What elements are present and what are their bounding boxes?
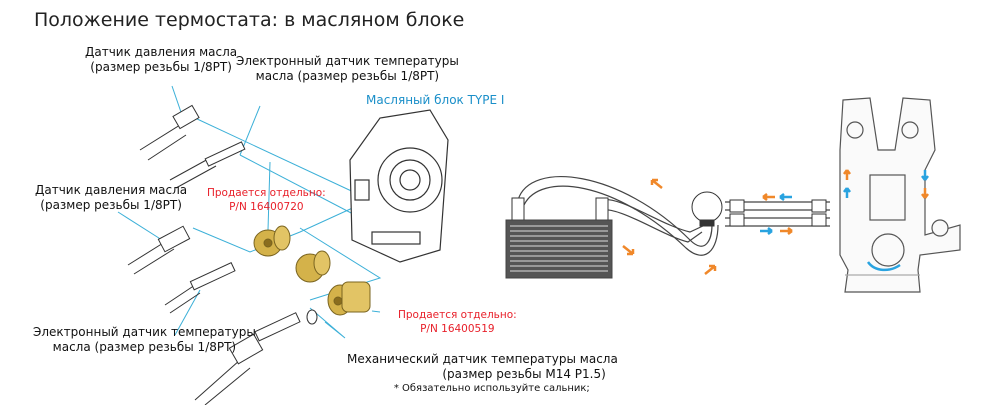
label-line: Электронный датчик температуры — [33, 325, 256, 339]
label-line: Продается отдельно: — [207, 187, 326, 199]
note: * Обязательно используйте сальник; — [393, 383, 590, 394]
flow-arrows — [622, 169, 929, 275]
brass-fittings — [253, 225, 371, 316]
label-line: Датчик давления масла — [35, 183, 188, 197]
label-mechanical-temp: Механический датчик температуры масла (р… — [347, 352, 618, 395]
label-sold-separately-2: Продается отдельно: P/N 16400519 — [398, 308, 517, 336]
label-line: (размер резьбы 1/8PT) — [40, 198, 182, 212]
engine-drawing — [839, 97, 961, 293]
hose-fittings — [511, 197, 827, 227]
filter-block — [691, 191, 723, 227]
label-line: Механический датчик температуры масла — [347, 352, 618, 366]
label-electronic-temp-top: Электронный датчик температуры масла (ра… — [236, 54, 459, 84]
label-line: масла (размер резьбы 1/8PT) — [255, 69, 440, 83]
label-oil-block: Масляный блок TYPE I — [366, 93, 505, 107]
label-line: P/N 16400720 — [229, 201, 304, 213]
label-line: (размер резьбы M14 P1.5) — [442, 367, 606, 381]
page-title: Положение термостата: в масляном блоке — [34, 9, 465, 31]
sensors — [127, 104, 318, 405]
label-sold-separately-1: Продается отдельно: P/N 16400720 — [207, 186, 326, 214]
oil-block-drawing — [349, 109, 449, 263]
label-electronic-temp-bottom: Электронный датчик температуры масла (ра… — [33, 325, 256, 355]
label-line: Продается отдельно: — [398, 309, 517, 321]
label-pressure-sensor-top: Датчик давления масла (размер резьбы 1/8… — [85, 45, 237, 75]
hoses — [517, 176, 830, 256]
label-line: Электронный датчик температуры — [236, 54, 459, 68]
oil-cooler — [505, 219, 613, 279]
label-line: (размер резьбы 1/8PT) — [90, 60, 232, 74]
label-pressure-sensor-mid: Датчик давления масла (размер резьбы 1/8… — [35, 183, 187, 213]
label-line: P/N 16400519 — [420, 323, 495, 335]
label-line: Датчик давления масла — [85, 45, 238, 59]
label-line: масла (размер резьбы 1/8PT) — [52, 340, 237, 354]
